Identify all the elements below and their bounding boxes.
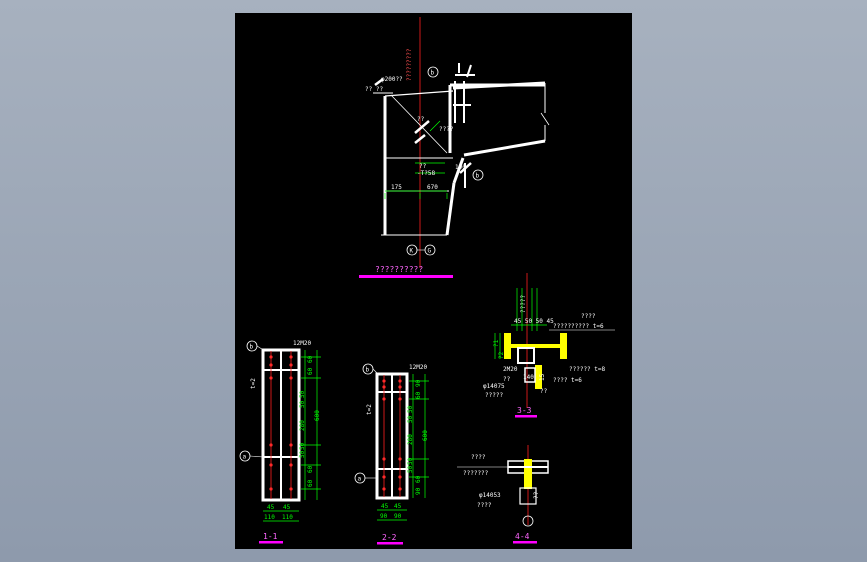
roof-truss (445, 63, 550, 236)
h-section-highlight (504, 333, 567, 389)
svg-text:G: G (428, 248, 432, 255)
svg-text:b: b (250, 344, 254, 351)
label-100: 100 (455, 164, 466, 171)
section-1-1-title-bar (259, 541, 283, 544)
svg-text:50: 50 (407, 415, 414, 423)
section-3-3-note-2: ?????????? t=6 (553, 323, 604, 330)
dim-670: 670 (427, 184, 438, 191)
section-1-1-title: 1-1 (263, 532, 278, 541)
svg-text:140: 140 (523, 374, 534, 381)
svg-text:45: 45 (267, 504, 275, 511)
cad-drawing: .w { stroke:#ffffff; fill:none; } .g { s… (239, 17, 615, 545)
section-2-2-title-bar (377, 542, 403, 545)
svg-text:90: 90 (380, 513, 388, 520)
svg-text:50: 50 (407, 405, 414, 413)
main-title-bar (359, 275, 453, 278)
svg-text:90: 90 (415, 487, 422, 495)
section-4-4: ???? ??????? φ14053 ???? ?? 4-4 (457, 445, 549, 544)
bolt-holes-2-2 (382, 379, 402, 491)
section-2-2-title: 2-2 (382, 533, 397, 542)
svg-text:?????: ????? (485, 392, 503, 399)
svg-text:a: a (243, 454, 247, 461)
svg-text:?1: ?1 (493, 339, 500, 347)
dim-175: 175 (391, 184, 402, 191)
svg-text:60: 60 (307, 465, 314, 473)
label-q2: ???? (439, 126, 454, 133)
svg-text:?2: ?2 (498, 351, 505, 359)
svg-text:60: 60 (307, 355, 314, 363)
svg-text:45: 45 (381, 503, 389, 510)
svg-text:50: 50 (407, 457, 414, 465)
svg-text:50: 50 (407, 465, 414, 473)
svg-text:110: 110 (264, 514, 275, 521)
main-elevation-view: ????????? (359, 17, 550, 278)
section-3-3-note-3: ?????? t=8 (569, 366, 606, 373)
section-3-3-top-label: ????? (520, 295, 527, 313)
svg-text:90: 90 (415, 379, 422, 387)
svg-text:??: ?? (540, 388, 548, 395)
drawing-sheet: .w { stroke:#ffffff; fill:none; } .g { s… (235, 13, 632, 549)
svg-text:45: 45 (283, 504, 291, 511)
section-3-3-title-bar (515, 415, 537, 418)
section-3-3-note-4: ???? t=6 (553, 377, 582, 384)
svg-text:280: 280 (407, 434, 414, 445)
label-t-plate: -T?58 (417, 170, 435, 177)
section-4-4-title-bar (513, 541, 537, 544)
section-4-4-title: 4-4 (515, 532, 530, 541)
svg-text:15: 15 (539, 373, 546, 381)
svg-text:60: 60 (307, 479, 314, 487)
section-3-3: ????? 45 50 50 45 ?1 ?2 ???? ?????????? … (483, 273, 615, 418)
svg-text:600: 600 (422, 430, 429, 441)
svg-text:60: 60 (307, 367, 314, 375)
svg-text:K: K (410, 248, 414, 255)
label-q1: ?? (419, 163, 427, 170)
bolt-label-1-1: 12M20 (293, 340, 311, 347)
svg-text:110: 110 (282, 514, 293, 521)
section-4-4-pipe: φ14053 (479, 492, 501, 499)
main-view-title: ?????????? (375, 265, 423, 274)
top-vertical-label: ????????? (406, 48, 413, 81)
svg-text:b: b (366, 367, 370, 374)
rod-label: ?? ?? (365, 86, 383, 93)
svg-text:50: 50 (299, 442, 306, 450)
plate-label-1-1: t=2 (250, 378, 257, 389)
main-dimensions (384, 120, 448, 199)
svg-text:600: 600 (314, 410, 321, 421)
section-4-4-note-3: ???? (477, 502, 492, 509)
svg-text:a: a (358, 476, 362, 483)
brace-member (414, 120, 430, 134)
section-2-2: 90 60 50 50 280 50 50 60 90 600 45 45 90… (354, 363, 429, 545)
svg-text:60: 60 (415, 391, 422, 399)
svg-text:60: 60 (415, 475, 422, 483)
plate-label-2-2: t=2 (366, 404, 373, 415)
svg-text:50: 50 (299, 400, 306, 408)
section-4-4-note-1: ???? (471, 454, 486, 461)
svg-text:90: 90 (394, 513, 402, 520)
svg-text:2M20: 2M20 (503, 366, 518, 373)
svg-text:??: ?? (533, 491, 540, 499)
svg-text:50: 50 (299, 390, 306, 398)
svg-text:b: b (431, 70, 435, 77)
axis-bubbles: b b K G (406, 66, 484, 256)
section-1-1: 60 60 50 50 280 50 50 60 60 600 45 45 11… (239, 340, 321, 544)
section-4-4-note-2: ??????? (463, 470, 489, 477)
svg-text:??: ?? (503, 376, 511, 383)
svg-text:280: 280 (299, 420, 306, 431)
bolt-label-2-2: 12M20 (409, 364, 427, 371)
svg-text:b: b (476, 173, 480, 180)
pipe-label: φ200?? (381, 76, 403, 83)
label-q3: ?? (417, 116, 425, 123)
svg-text:50: 50 (299, 450, 306, 458)
section-3-3-note-1: ???? (581, 313, 596, 320)
svg-text:45 50 50 45: 45 50 50 45 (514, 318, 554, 325)
section-3-3-title: 3-3 (517, 406, 532, 415)
svg-text:45: 45 (394, 503, 402, 510)
svg-text:φ14075: φ14075 (483, 383, 505, 390)
